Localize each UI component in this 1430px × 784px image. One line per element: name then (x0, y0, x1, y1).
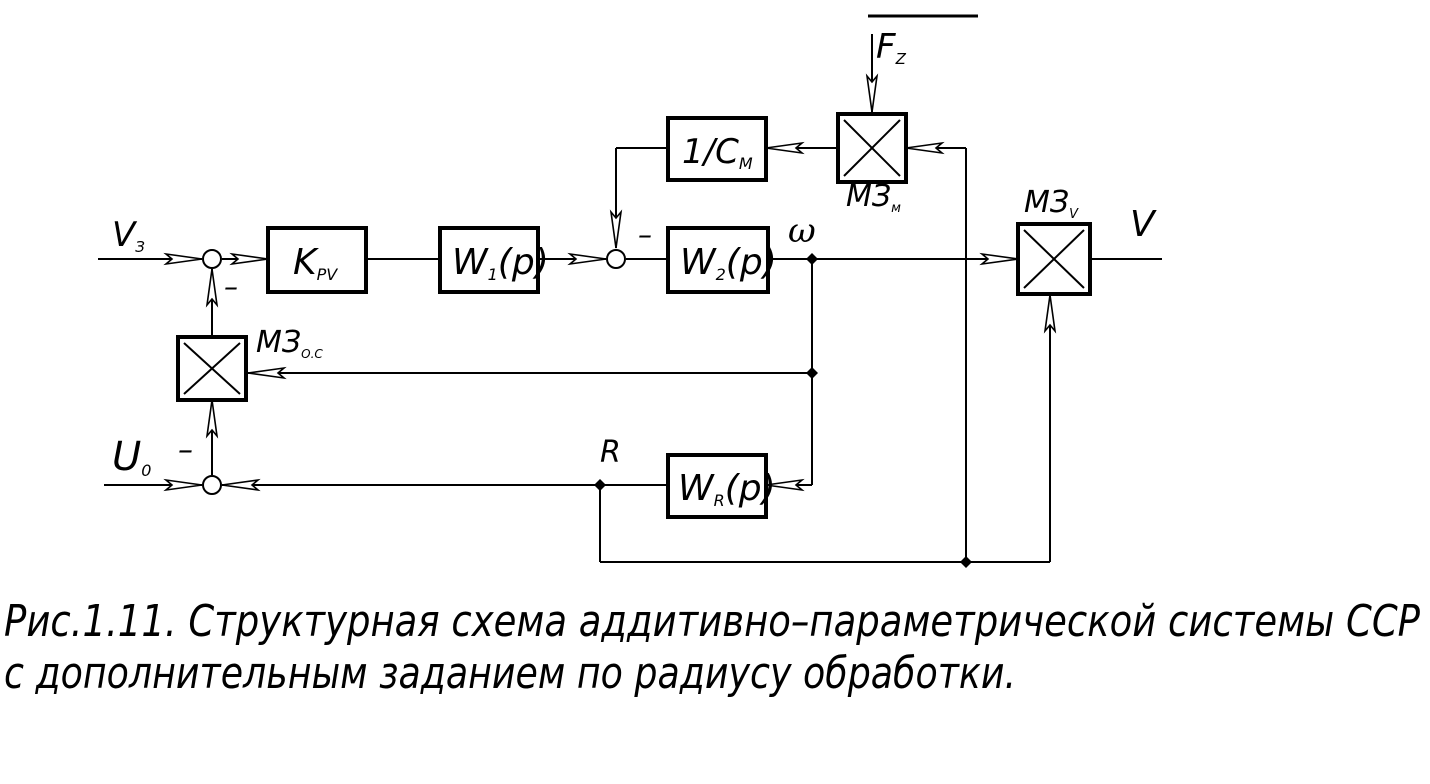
kpv-sub: PV (317, 265, 339, 284)
block-kpv: KPV (266, 226, 368, 294)
svg-text:W2(p): W2(p) (680, 242, 777, 284)
svg-text:1/CM: 1/CM (682, 132, 753, 173)
block-wr: WR(p) (666, 453, 776, 519)
u0-label: U0 (112, 434, 151, 480)
w1-tail: (p) (498, 242, 549, 283)
block-w1: W1(p) (438, 226, 549, 294)
wr-main: W (678, 468, 715, 509)
v-out-label: V (1130, 204, 1157, 245)
wr-tail: (p) (725, 468, 776, 509)
minus-sign-2: – (638, 218, 652, 251)
w2-main: W (680, 242, 717, 283)
mz-oc-label: МЗО.С (256, 325, 323, 361)
w2-sub: 2 (716, 265, 726, 284)
multiplier-mz-oc (176, 335, 248, 402)
multiplier-mz-v (1016, 222, 1092, 296)
omega-label: ω (788, 211, 816, 251)
v-set-label: VЗ (112, 215, 145, 256)
block-w2: W2(p) (666, 226, 777, 294)
minus-sign-1: – (224, 270, 238, 303)
w1-main: W (452, 242, 489, 283)
kpv-main: K (293, 242, 319, 283)
fz-label: FZ (876, 27, 907, 68)
r-label: R (600, 435, 621, 470)
mz-v-label: МЗV (1024, 185, 1079, 222)
sum-junction-2 (606, 249, 626, 269)
cm-sub: M (739, 154, 753, 173)
w1-sub: 1 (488, 265, 498, 284)
multiplier-mz-m (836, 112, 908, 184)
u0-minus-sign: – (178, 433, 193, 468)
cm-main: 1/C (682, 132, 739, 172)
summing-junctions (202, 249, 626, 495)
arrowheads (163, 73, 1057, 492)
branch-points (594, 253, 972, 568)
caption-line-2: с дополнительным заданием по радиусу обр… (4, 648, 1016, 699)
w2-tail: (p) (726, 242, 777, 283)
svg-text:WR(p): WR(p) (678, 468, 776, 510)
caption-line-1: Рис.1.11. Структурная схема аддитивно–па… (4, 596, 1420, 647)
sum-junction-1 (202, 249, 222, 269)
mz-m-label: МЗм (846, 179, 901, 216)
svg-text:KPV: KPV (293, 242, 338, 284)
sum-junction-3 (202, 475, 222, 495)
svg-text:W1(p): W1(p) (452, 242, 549, 284)
block-cm: 1/CM (666, 116, 768, 182)
wr-sub: R (714, 491, 725, 510)
